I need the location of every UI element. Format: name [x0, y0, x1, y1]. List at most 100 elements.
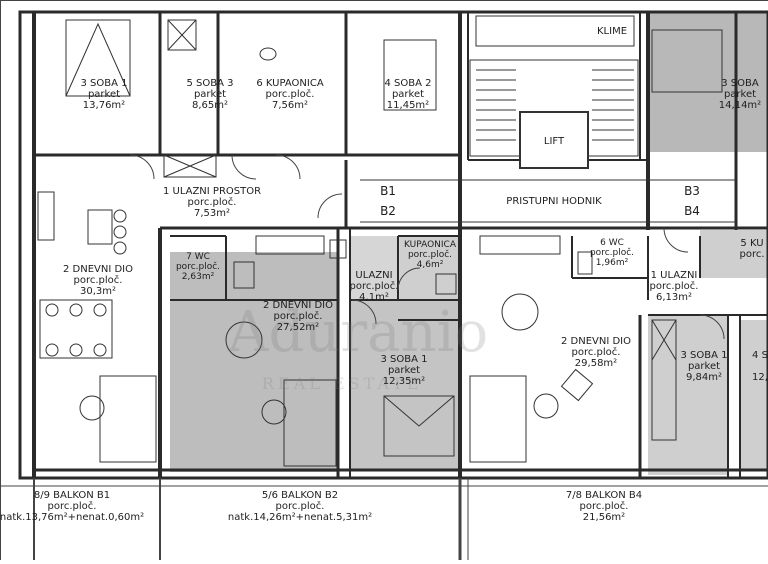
room-floor: parket	[391, 89, 425, 100]
doors	[129, 154, 725, 340]
room-area: 2,63m²	[181, 272, 215, 282]
room-area: 27,52m²	[276, 322, 320, 333]
walls	[18, 10, 768, 480]
room-floor: porc.ploč.	[273, 311, 323, 322]
lift-label: LIFT	[543, 136, 565, 147]
room-label: 7 WC porc.ploč. 2,63m²	[176, 252, 220, 282]
room-area: 1,96m²	[595, 258, 629, 268]
room-name: 4 S	[752, 350, 768, 361]
room-area: 21,56m²	[582, 512, 626, 523]
marker-b2: B2	[380, 204, 396, 218]
room-name: 5 SOBA 3	[186, 78, 234, 89]
room-name: 3 SOBA 1	[680, 350, 728, 361]
room-label: 6 WC porc.ploč. 1,96m²	[590, 238, 634, 268]
room-name: 6 KUPAONICA	[256, 78, 324, 89]
room-name: 7/8 BALKON B4	[565, 490, 643, 501]
room-area: 12,35m²	[382, 376, 426, 387]
room-floor: parket	[193, 89, 227, 100]
room-name: 1 ULAZNI PROSTOR	[162, 186, 262, 197]
room-name: 5 KU	[740, 238, 764, 249]
room-area: 14,14m²	[718, 100, 762, 111]
room-floor: porc.ploč.	[649, 281, 699, 292]
room-label: 6 KUPAONICA porc.ploč. 7,56m²	[256, 78, 323, 111]
room-name: 4 SOBA 2	[384, 78, 432, 89]
stair-core	[469, 15, 639, 169]
room-name: ULAZNI	[355, 270, 393, 281]
room-floor: porc.ploč.	[571, 347, 621, 358]
marker-b4: B4	[684, 204, 700, 218]
corridor-label: PRISTUPNI HODNIK	[506, 196, 602, 207]
room-area: 4,6m²	[416, 260, 444, 270]
room-label: 4 SOBA 2 parket 11,45m²	[384, 78, 431, 111]
balcony-label: 7/8 BALKON B4 porc.ploč. 21,56m²	[566, 490, 642, 523]
balcony-label: 8/9 BALKON B1 porc.ploč. natk.13,76m²+ne…	[0, 490, 144, 523]
room-floor: parket	[387, 365, 421, 376]
room-area: natk.14,26m²+nenat.5,31m²	[227, 512, 373, 523]
room-label: 2 DNEVNI DIO porc.ploč. 30,3m²	[63, 264, 133, 297]
room-name: 8/9 BALKON B1	[33, 490, 111, 501]
shaded-areas	[170, 12, 768, 475]
room-area: 11,45m²	[386, 100, 430, 111]
balcony-label: 5/6 BALKON B2 porc.ploč. natk.14,26m²+ne…	[228, 490, 372, 523]
room-floor: porc.ploč.	[187, 197, 237, 208]
room-label: 3 SOBA 1 parket 13,76m²	[80, 78, 127, 111]
marker-b1: B1	[380, 184, 396, 198]
room-floor: porc.ploč.	[175, 262, 221, 272]
room-label: 1 ULAZNI porc.ploč. 6,13m²	[650, 270, 699, 303]
room-name: 3 SOBA 1	[380, 354, 428, 365]
room-area: 4,1m²	[359, 292, 389, 303]
room-label: 2 DNEVNI DIO porc.ploč. 27,52m²	[263, 300, 333, 333]
room-area: 7,53m²	[193, 208, 230, 219]
room-floor: porc.ploč.	[589, 248, 635, 258]
room-name: 6 WC	[600, 238, 624, 248]
room-floor: porc.ploč.	[47, 501, 97, 512]
room-area: 6,13m²	[655, 292, 692, 303]
room-area: 13,76m²	[82, 100, 126, 111]
room-label: 5 SOBA 3 parket 8,65m²	[186, 78, 233, 111]
furniture	[37, 19, 723, 467]
room-name: 7 WC	[186, 252, 210, 262]
room-floor: porc.ploč.	[579, 501, 629, 512]
room-label: 2 DNEVNI DIO porc.ploč. 29,58m²	[561, 336, 631, 369]
room-label: ULAZNI porc.ploč. 4,1m²	[350, 270, 399, 303]
room-area: 29,58m²	[574, 358, 618, 369]
room-name: 2 DNEVNI DIO	[560, 336, 632, 347]
watermark-sub: REAL ESTATE	[262, 374, 423, 393]
room-label: 3 SOBA parket 14,14m²	[719, 78, 761, 111]
room-floor: porc.ploč.	[407, 250, 453, 260]
room-area: 7,56m²	[271, 100, 308, 111]
room-floor: porc.	[739, 249, 765, 260]
room-area: 12,	[752, 372, 768, 383]
room-area: 8,65m²	[191, 100, 229, 111]
room-floor: porc.ploč.	[265, 89, 315, 100]
room-label: KUPAONICA porc.ploč. 4,6m²	[404, 240, 456, 270]
room-floor: parket	[87, 89, 121, 100]
room-floor: parket	[687, 361, 721, 372]
room-floor: porc.ploč.	[349, 281, 399, 292]
watermark-brand: Aduranio	[228, 300, 489, 365]
klime-label: KLIME	[596, 26, 628, 37]
room-name: 1 ULAZNI	[650, 270, 698, 281]
room-label: 1 ULAZNI PROSTOR porc.ploč. 7,53m²	[163, 186, 261, 219]
corridor	[360, 179, 736, 223]
room-name: KUPAONICA	[403, 240, 457, 250]
room-label: 3 SOBA 1 parket 9,84m²	[680, 350, 727, 383]
room-name: 3 SOBA 1	[80, 78, 128, 89]
room-floor: porc.ploč.	[275, 501, 325, 512]
room-name: 2 DNEVNI DIO	[262, 300, 334, 311]
room-name: 3 SOBA	[721, 78, 759, 89]
room-area: 30,3m²	[79, 286, 117, 297]
marker-b3: B3	[684, 184, 700, 198]
room-floor: parket	[723, 89, 757, 100]
room-label: 5 KU porc.	[739, 238, 764, 260]
room-floor: porc.ploč.	[73, 275, 123, 286]
room-area: natk.13,76m²+nenat.0,60m²	[0, 512, 145, 523]
room-area: 9,84m²	[685, 372, 723, 383]
room-label: 3 SOBA 1 parket 12,35m²	[380, 354, 427, 387]
room-name: 5/6 BALKON B2	[261, 490, 339, 501]
room-label: 4 S 12,	[752, 350, 768, 383]
room-name: 2 DNEVNI DIO	[62, 264, 134, 275]
